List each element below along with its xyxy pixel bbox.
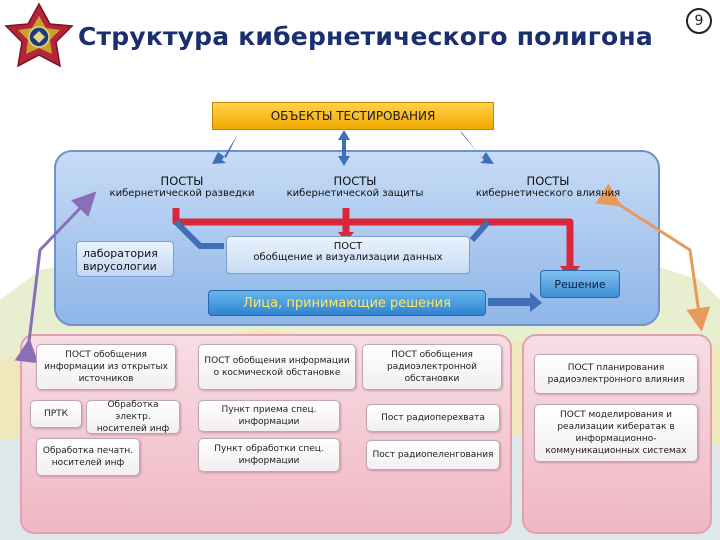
decision-makers-box: Лица, принимающие решения xyxy=(208,290,486,316)
post-influence-head: ПОСТЫ xyxy=(526,174,570,188)
post-influence-sub: кибернетического влияния xyxy=(475,188,621,199)
special-process-box: Пункт обработки спец. информации xyxy=(198,438,340,472)
post-reconnaissance-head: ПОСТЫ xyxy=(160,174,204,188)
influence-planning-box: ПОСТ планирования радиоэлектронного влия… xyxy=(534,354,698,394)
space-post-box: ПОСТ обобщения информации о космической … xyxy=(198,344,356,390)
emblem-icon xyxy=(4,2,74,68)
post-defense-head: ПОСТЫ xyxy=(333,174,377,188)
post-defense: ПОСТЫ кибернетической защиты xyxy=(270,174,440,199)
decision-box: Решение xyxy=(540,270,620,298)
virology-lab-box: лаборатория вирусологии xyxy=(76,241,174,277)
post-influence: ПОСТЫ кибернетического влияния xyxy=(456,174,640,199)
post-defense-sub: кибернетической защиты xyxy=(286,188,424,199)
osint-post-box: ПОСТ обобщения информации из открытых ис… xyxy=(36,344,176,390)
cyberattack-modeling-box: ПОСТ моделирования и реализации киберата… xyxy=(534,404,698,462)
page-title: Структура кибернетического полигона xyxy=(78,22,653,51)
prtk-box: ПРТК xyxy=(30,400,82,428)
data-summary-post-box: ПОСТ обобщение и визуализации данных xyxy=(226,236,470,274)
radio-intercept-box: Пост радиоперехвата xyxy=(366,404,500,432)
radio-post-box: ПОСТ обобщения радиоэлектронной обстанов… xyxy=(362,344,502,390)
post-reconnaissance: ПОСТЫ кибернетической разведки xyxy=(90,174,274,199)
electronic-media-box: Обработка электр. носителей инф xyxy=(86,400,180,434)
post-reconnaissance-sub: кибернетической разведки xyxy=(109,188,255,199)
special-receive-box: Пункт приема спец. информации xyxy=(198,400,340,432)
page-number: 9 xyxy=(686,8,712,34)
radio-direction-box: Пост радиопеленгования xyxy=(366,440,500,470)
data-summary-post-head: ПОСТ xyxy=(333,241,363,252)
data-summary-post-sub: обобщение и визуализации данных xyxy=(253,252,443,263)
print-media-box: Обработка печатн. носителей инф xyxy=(36,438,140,476)
testing-objects-box: ОБЪЕКТЫ ТЕСТИРОВАНИЯ xyxy=(212,102,494,130)
